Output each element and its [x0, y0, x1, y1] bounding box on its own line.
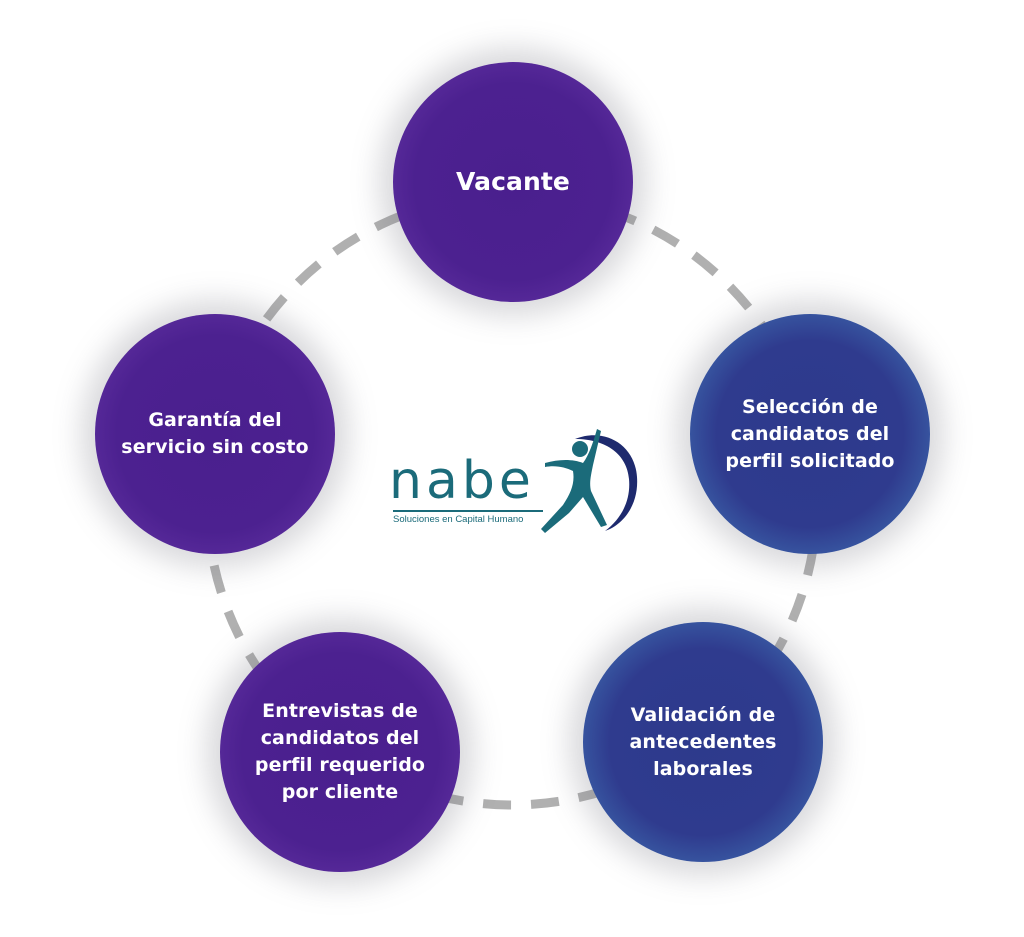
- node-garantia-label: Garantía del servicio sin costo: [121, 409, 309, 458]
- logo-underline: [393, 510, 543, 512]
- nabe-logo: nabe Soluciones en Capital Humano: [385, 425, 640, 540]
- node-validacion-label: Validación de antecedentes laborales: [629, 703, 777, 780]
- person-arc-icon: [541, 429, 638, 533]
- logo-wordmark: nabe: [389, 451, 535, 511]
- node-vacante: Vacante: [393, 62, 633, 302]
- node-entrevistas: Entrevistas de candidatos del perfil req…: [220, 632, 460, 872]
- node-vacante-label: Vacante: [456, 167, 570, 196]
- node-garantia: Garantía del servicio sin costo: [95, 314, 335, 554]
- node-seleccion-label: Selección de candidatos del perfil solic…: [725, 395, 895, 472]
- node-seleccion: Selección de candidatos del perfil solic…: [690, 314, 930, 554]
- node-validacion: Validación de antecedentes laborales: [583, 622, 823, 862]
- node-entrevistas-label: Entrevistas de candidatos del perfil req…: [254, 700, 426, 803]
- logo-tagline: Soluciones en Capital Humano: [393, 514, 524, 525]
